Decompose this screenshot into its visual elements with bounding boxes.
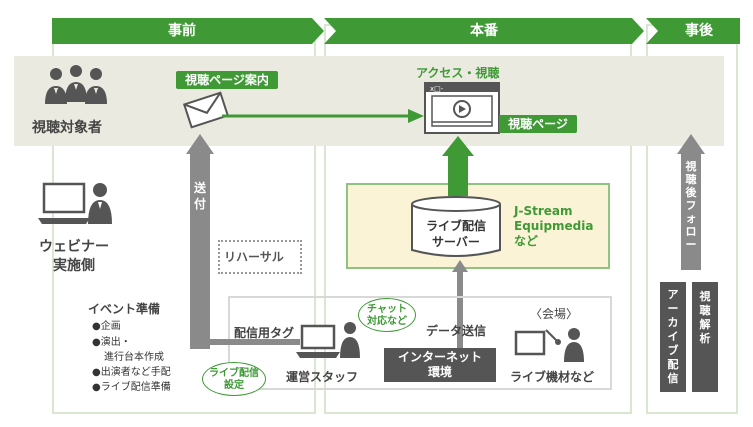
prep-item-4: ●出演者など手配 [92,367,171,378]
host-label: ウェビナー 実施側 [34,238,114,276]
tag-return-arrow [190,339,300,345]
host-label-line1: ウェビナー [39,239,109,255]
server-label: ライブ配信 サーバー [412,218,500,250]
phase-pre-label: 事前 [168,23,196,39]
prep-title: イベント準備 [88,302,161,316]
envelope-icon [182,91,230,129]
analytics-box: 視聴解析 [692,282,718,392]
phase-header-bar [52,18,740,44]
brand-line2: Equipmedia [514,219,594,233]
internet-environment-box: インターネット 環境 [384,348,496,382]
audience-band [14,56,724,146]
access-view-label: アクセス・視聴 [416,66,500,80]
setup-line2: 設定 [224,380,244,391]
chat-line2: 対応など [367,316,407,327]
venue-label: 〈会場〉 [530,307,579,321]
rehearsal-label: リハーサル [224,250,284,264]
live-setup-bubble: ライブ配信 設定 [202,362,266,396]
analytics-label: 視聴解析 [699,290,711,345]
brand-line1: J-Stream [514,204,573,218]
rehearsal-box [218,240,302,274]
prep-item-2: ●演出・ [92,337,131,348]
prep-item-3: 進行台本作成 [104,352,164,363]
staff-label: 運営スタッフ [286,370,359,384]
browser-player-icon: x□- [424,82,500,134]
prep-item-5: ●ライブ配信準備 [92,382,171,393]
host-label-line2: 実施側 [53,258,95,274]
phase-post-label: 事後 [685,23,713,39]
tag-label: 配信用タグ [234,326,295,340]
internet-line1: インターネット [397,350,482,364]
brand-line3: など [514,234,539,248]
access-arrow [222,109,424,123]
followup-arrow [677,134,705,270]
server-cylinder-icon [411,196,501,257]
archive-label: アーカイブ配信 [667,288,679,385]
prep-item-1: ●企画 [92,321,121,332]
data-send-label: データ送信 [426,324,487,338]
server-label-line1: ライブ配信 [425,219,486,233]
chat-support-bubble: チャット 対応など [358,298,416,332]
setup-line1: ライブ配信 [209,368,259,379]
data-send-arrow [452,260,468,352]
server-label-line2: サーバー [432,235,480,249]
send-label: 送付 [193,181,206,211]
send-arrow [186,134,214,349]
delivery-arrow [442,136,474,196]
phase-live-label: 本番 [470,23,498,39]
live-equipment-icon [514,328,584,362]
host-computer-icon [38,182,112,224]
archive-delivery-box: アーカイブ配信 [660,282,686,392]
platform-brand-label: J-Stream Equipmedia など [514,204,593,249]
svg-text:x□-: x□- [430,85,444,93]
email-guide-label: 視聴ページ案内 [176,71,278,89]
equipment-label: ライブ機材など [510,370,595,384]
followup-label: 視聴後フォロー [685,160,697,251]
audience-people-icon [45,65,107,104]
viewing-page-label: 視聴ページ [499,115,577,133]
chat-line1: チャット [367,304,407,315]
audience-label: 視聴対象者 [32,120,102,136]
staff-laptop-icon [296,322,360,358]
internet-line2: 環境 [427,365,452,379]
